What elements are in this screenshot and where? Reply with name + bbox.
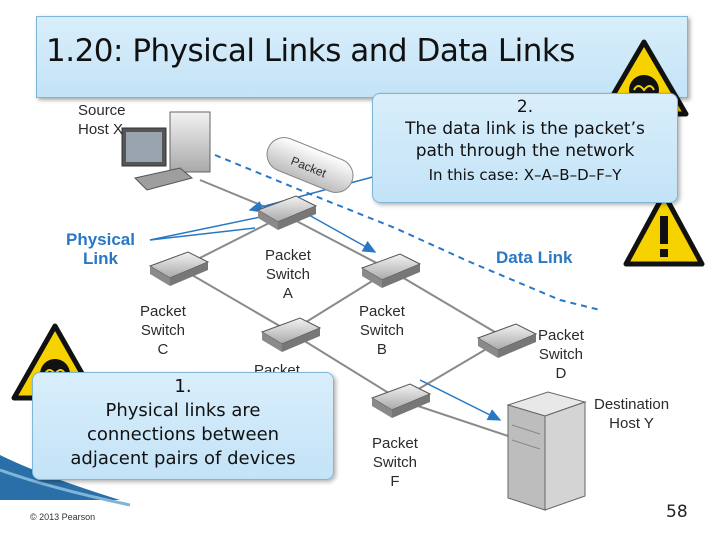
- exclamation-warning-icon: [623, 191, 705, 267]
- switch-E: [260, 317, 322, 352]
- copyright-notice: © 2013 Pearson: [30, 512, 96, 522]
- switch-C: [148, 251, 210, 286]
- source-host-computer: [121, 111, 211, 191]
- data-link-label: Data Link: [496, 248, 573, 267]
- switch-D: [476, 323, 538, 358]
- switch-B: [360, 253, 422, 288]
- data-link-path: [214, 154, 601, 311]
- packet-capsule: [266, 137, 354, 193]
- switch-F: [370, 383, 432, 418]
- data-link-arrow: [419, 379, 502, 421]
- page-number: 58: [666, 502, 688, 522]
- physical-link-pointer: [149, 227, 256, 241]
- physical-link-pointer: [149, 214, 271, 241]
- destination-host-server: [506, 391, 587, 511]
- title-banner: [36, 16, 688, 98]
- data-link-callout: 2. The data link is the packet’s path th…: [372, 93, 678, 203]
- switch-A: [256, 195, 318, 230]
- decorative-wave: [0, 455, 131, 507]
- physical-link-callout: 1. Physical links are connections betwee…: [32, 372, 334, 480]
- data-link-arrow: [299, 209, 377, 253]
- data-link-arrow: [248, 174, 381, 213]
- slide-title: 1.20: Physical Links and Data Links: [46, 33, 575, 69]
